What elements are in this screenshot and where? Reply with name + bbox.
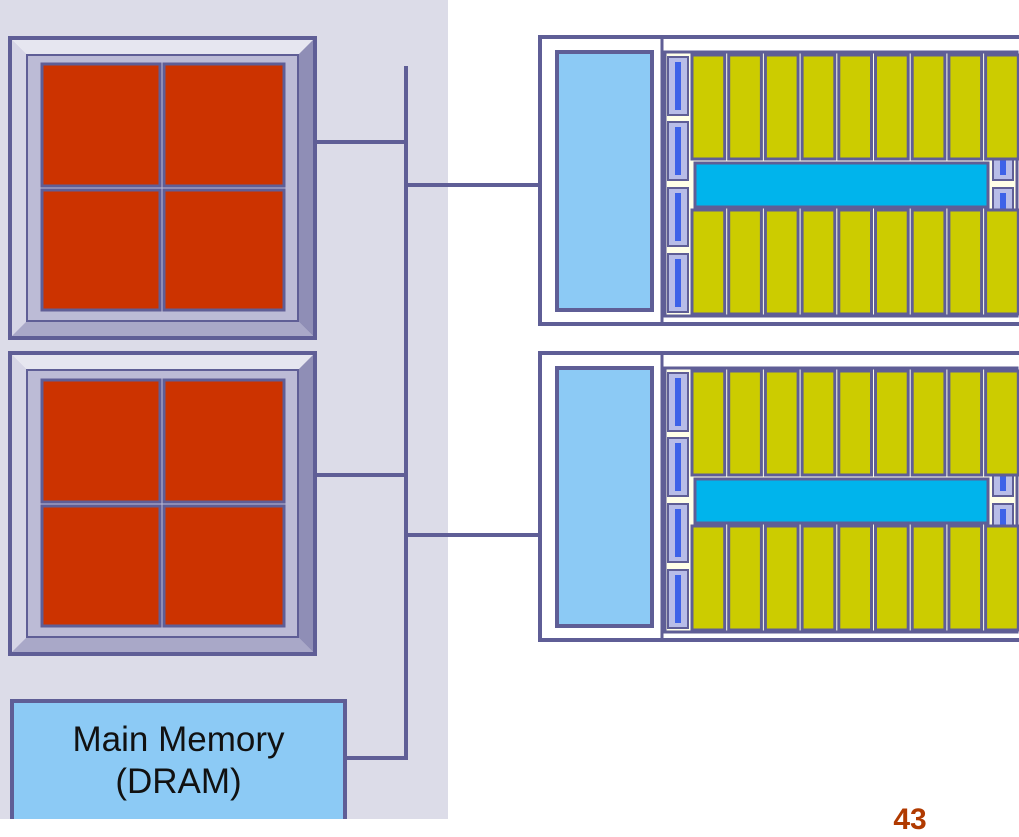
main-memory-box xyxy=(10,699,347,819)
cpu-chip-1 xyxy=(8,36,317,340)
gpu-core-top xyxy=(763,53,800,161)
gpu-core-top xyxy=(910,369,947,477)
gpu-core-bottom xyxy=(690,524,727,632)
gpu-core-top xyxy=(947,53,984,161)
gpu-unit-left-bar xyxy=(675,259,681,307)
gpu-core-top xyxy=(690,369,727,477)
gpu-unit-left-bar xyxy=(675,193,681,241)
gpu-memory-block xyxy=(555,50,654,312)
gpu-unit-left-bar xyxy=(675,509,681,557)
gpu-unit-left-bar xyxy=(675,62,681,110)
gpu-unit-left-bar xyxy=(675,575,681,623)
cpu-core xyxy=(162,378,286,504)
gpu-core-top xyxy=(690,53,727,161)
gpu-core-bottom xyxy=(763,208,800,316)
gpu-core-top xyxy=(947,369,984,477)
gpu-core-bottom xyxy=(727,524,763,632)
gpu-unit-left-bar xyxy=(675,378,681,426)
cpu-core xyxy=(162,62,286,188)
gpu-device-2 xyxy=(538,351,1019,642)
gpu-core-bottom xyxy=(837,524,873,632)
cpu-core xyxy=(162,504,286,628)
gpu-core-bottom xyxy=(947,524,984,632)
gpu-core-top xyxy=(874,53,910,161)
cpu-core xyxy=(162,188,286,312)
gpu-core-top xyxy=(874,369,910,477)
gpu-core-top xyxy=(910,53,947,161)
gpu-device-1 xyxy=(538,35,1019,326)
gpu-core-bottom xyxy=(984,208,1019,316)
cpu-core xyxy=(40,378,162,504)
gpu-core-bottom xyxy=(837,208,873,316)
cpu-core xyxy=(40,504,162,628)
gpu-core-bottom xyxy=(910,208,947,316)
cpu-gpu-system-diagram xyxy=(0,0,1019,819)
gpu-core-top xyxy=(984,53,1019,161)
gpu-core-top xyxy=(837,53,873,161)
gpu-core-bottom xyxy=(874,208,910,316)
gpu-unit-left-bar xyxy=(675,443,681,491)
gpu-core-top xyxy=(800,369,837,477)
gpu-core-top xyxy=(727,369,763,477)
gpu-core-top xyxy=(837,369,873,477)
gpu-core-top xyxy=(727,53,763,161)
cpu-core xyxy=(40,62,162,188)
gpu-core-bottom xyxy=(874,524,910,632)
gpu-unit-left-bar xyxy=(675,127,681,175)
gpu-shared-memory xyxy=(693,477,990,525)
gpu-core-top xyxy=(984,369,1019,477)
gpu-core-bottom xyxy=(800,524,837,632)
main-memory-label: Main Memory (DRAM) xyxy=(12,701,345,819)
gpu-core-top xyxy=(763,369,800,477)
system-bus xyxy=(315,66,540,760)
cpu-core xyxy=(40,188,162,312)
gpu-core-bottom xyxy=(690,208,727,316)
main-memory-line2: (DRAM) xyxy=(115,762,242,801)
gpu-memory-block xyxy=(555,366,654,628)
gpu-core-bottom xyxy=(800,208,837,316)
gpu-core-bottom xyxy=(727,208,763,316)
page-number: 43 xyxy=(893,803,927,836)
cpu-chip-2 xyxy=(8,351,317,656)
gpu-core-bottom xyxy=(947,208,984,316)
gpu-core-bottom xyxy=(763,524,800,632)
gpu-core-bottom xyxy=(984,524,1019,632)
gpu-core-bottom xyxy=(910,524,947,632)
gpu-core-top xyxy=(800,53,837,161)
gpu-shared-memory xyxy=(693,161,990,209)
main-memory-line1: Main Memory xyxy=(72,720,285,759)
